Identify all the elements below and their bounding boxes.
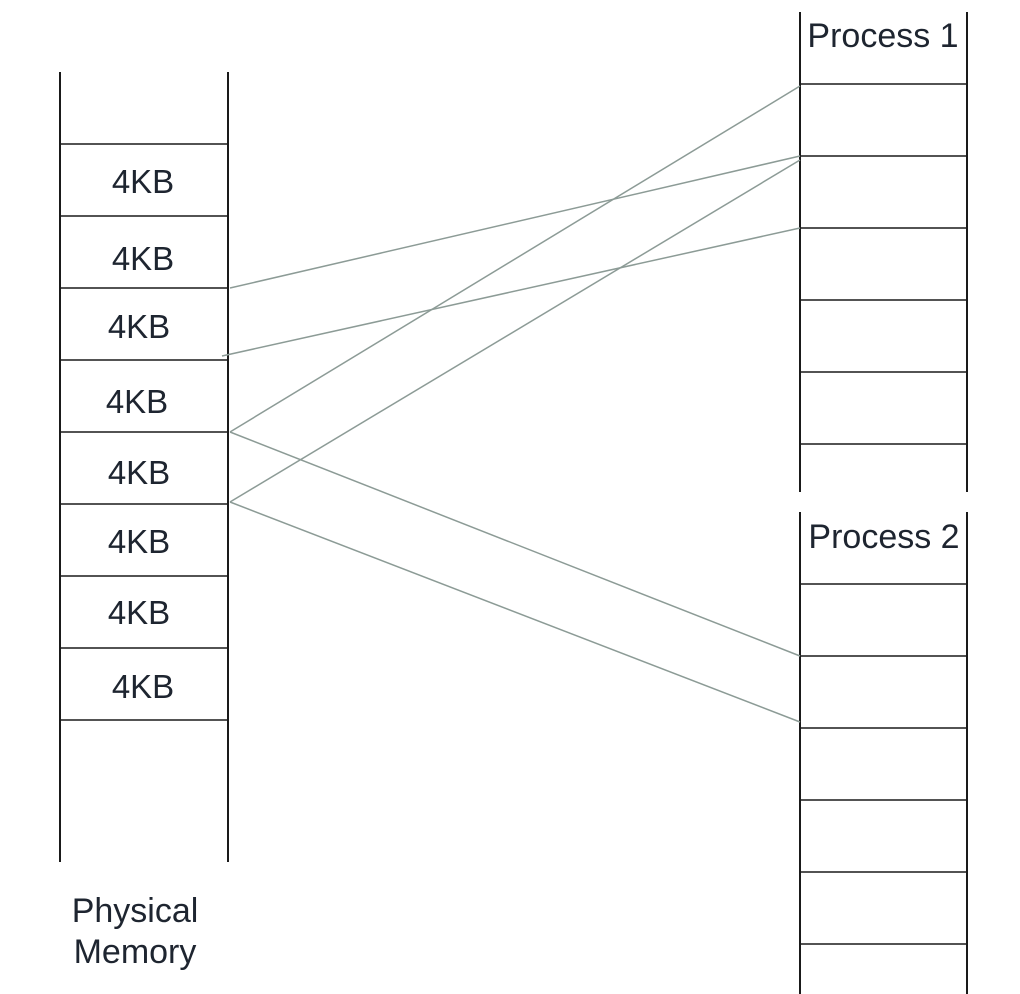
physical-cell-label: 4KB xyxy=(108,523,170,560)
physical-memory-column: 4KB 4KB 4KB 4KB 4KB 4KB 4KB 4KB Physical… xyxy=(59,72,229,971)
physical-cell-label: 4KB xyxy=(108,454,170,491)
mapping-line xyxy=(229,85,801,433)
process2-column: Process 2 xyxy=(799,512,968,994)
physical-memory-caption-line1: Physical xyxy=(72,892,199,930)
physical-cell-label: 4KB xyxy=(112,163,174,200)
mapping-line xyxy=(229,159,801,503)
process1-column: Process 1 xyxy=(799,12,968,492)
physical-cell-label: 4KB xyxy=(108,308,170,345)
mapping-line xyxy=(229,431,801,657)
mapping-line xyxy=(229,155,801,289)
physical-cell-label: 4KB xyxy=(112,668,174,705)
physical-memory-caption-line2: Memory xyxy=(74,933,197,971)
physical-cell-label: 4KB xyxy=(106,383,168,420)
mapping-line xyxy=(229,501,801,723)
mapping-line xyxy=(221,227,801,357)
process2-title: Process 2 xyxy=(808,518,959,556)
page-mapping-lines xyxy=(221,85,801,723)
physical-cell-label: 4KB xyxy=(108,594,170,631)
process1-title: Process 1 xyxy=(807,17,958,55)
physical-cell-label: 4KB xyxy=(112,240,174,277)
